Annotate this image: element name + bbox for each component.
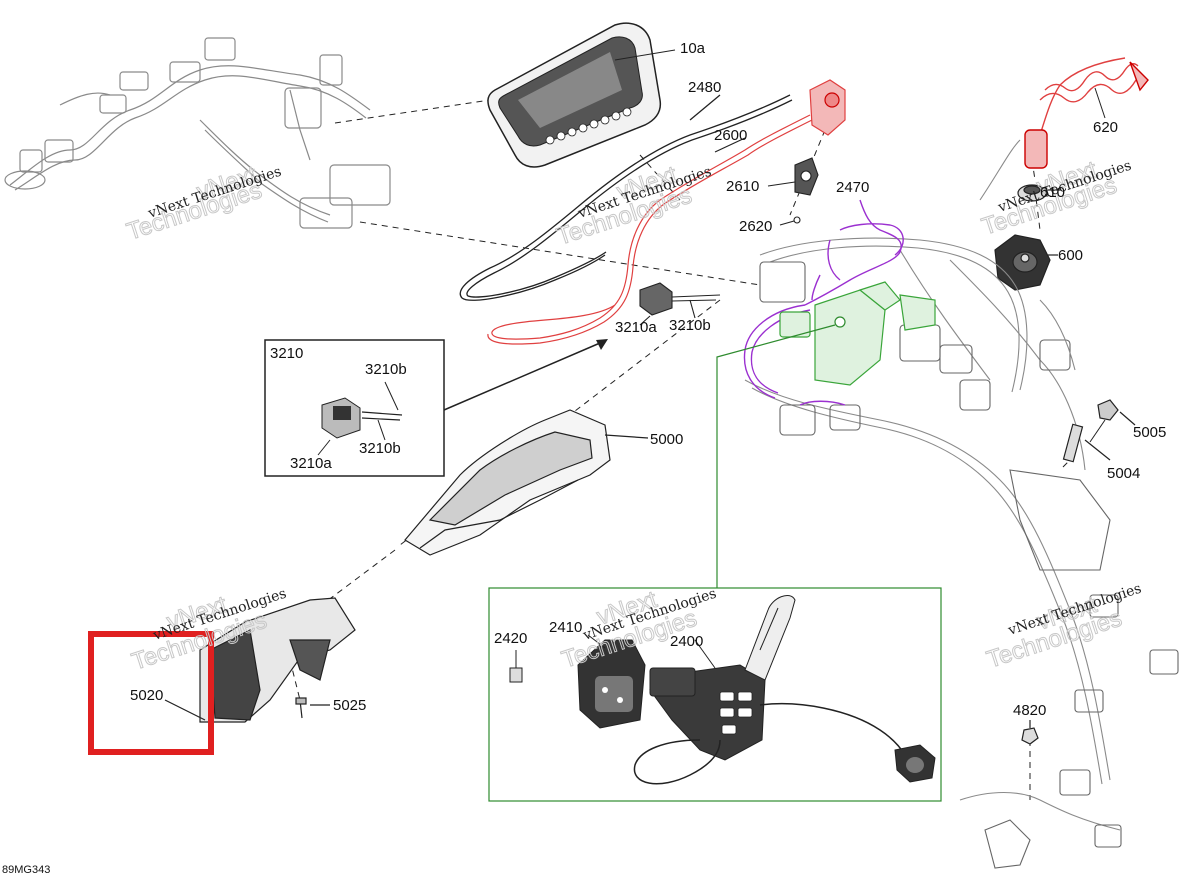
inset-3210-title: 3210 xyxy=(270,345,303,362)
label-5000: 5000 xyxy=(650,431,683,448)
label-3210b: 3210b xyxy=(669,317,711,334)
label-5025: 5025 xyxy=(333,697,366,714)
label-620: 620 xyxy=(1093,119,1118,136)
label-610: 610 xyxy=(1040,184,1065,201)
lanyard-620 xyxy=(1024,57,1149,169)
label-600: 600 xyxy=(1058,247,1083,264)
label-3210a: 3210a xyxy=(615,319,657,336)
highlight-box-5020 xyxy=(88,631,214,755)
label-2470: 2470 xyxy=(836,179,869,196)
label-4820: 4820 xyxy=(1013,702,1046,719)
callout-labels: 10a 2480 2600 620 610 2610 2470 2620 600… xyxy=(2,40,1166,876)
label-5020: 5020 xyxy=(130,687,163,704)
inset-3210-label-a: 3210a xyxy=(290,455,332,472)
label-10a: 10a xyxy=(680,40,706,57)
label-2610: 2610 xyxy=(726,178,759,195)
bolt-5004-5005 xyxy=(1062,399,1136,463)
green-module xyxy=(779,281,936,386)
green-leader xyxy=(716,324,836,588)
label-2620: 2620 xyxy=(739,218,772,235)
label-2480: 2480 xyxy=(688,79,721,96)
connector-3210a xyxy=(639,282,721,326)
inset-3210-arrow xyxy=(443,342,601,411)
inset-2400 xyxy=(488,587,942,802)
label-2600: 2600 xyxy=(714,127,747,144)
nut-4820 xyxy=(1021,720,1039,745)
label-2420: 2420 xyxy=(494,630,527,647)
label-5005: 5005 xyxy=(1133,424,1166,441)
inset-3210 xyxy=(264,339,445,477)
diagram-reference: 89MG343 xyxy=(2,864,50,876)
label-2410: 2410 xyxy=(549,619,582,636)
label-2400: 2400 xyxy=(670,633,703,650)
part-5020 xyxy=(164,597,356,723)
inset-3210-label-b2: 3210b xyxy=(359,440,401,457)
harness-top-left xyxy=(4,37,391,229)
instrument-cluster-10a xyxy=(487,22,676,168)
red-harness-2600 xyxy=(487,79,846,345)
inset-3210-label-b1: 3210b xyxy=(365,361,407,378)
parts-2610-2620 xyxy=(767,157,819,226)
inset-3210-arrowhead xyxy=(596,339,608,350)
cable-2480 xyxy=(459,94,793,301)
label-5004: 5004 xyxy=(1107,465,1140,482)
bracket-5000 xyxy=(404,409,649,556)
